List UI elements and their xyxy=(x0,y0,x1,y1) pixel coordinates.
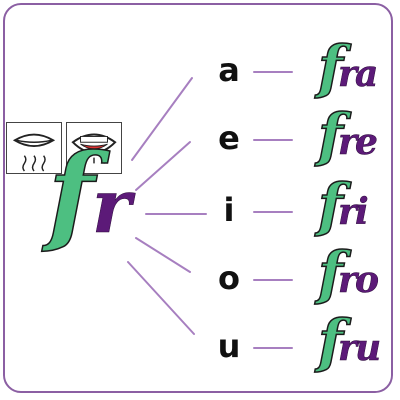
syllable-fri-f: f xyxy=(317,171,343,239)
syllable-fro-rest: ro xyxy=(338,259,379,301)
syllable-fru-f: f xyxy=(317,307,343,375)
main-letter-f: f xyxy=(47,131,95,257)
syllable-fre-f: f xyxy=(317,101,343,169)
vowel-i: i xyxy=(223,191,235,229)
syllable-fra: f ra xyxy=(317,33,398,101)
syllable-fre-rest: re xyxy=(338,121,378,163)
connector-line-a xyxy=(131,77,193,161)
syllable-fre: f re xyxy=(317,101,398,169)
syllable-fri-rest: ri xyxy=(338,191,369,233)
vowel-u: u xyxy=(217,327,241,365)
syllable-fru-rest: ru xyxy=(338,327,382,369)
connector-line-o xyxy=(135,237,191,273)
connector-line-u xyxy=(127,261,195,335)
vowel-o: o xyxy=(218,259,240,297)
vowel-e: e xyxy=(218,119,240,157)
main-letter-r: r xyxy=(92,164,132,250)
syllable-fro: f ro xyxy=(317,239,398,307)
syllable-fra-rest: ra xyxy=(338,53,379,95)
card-frame xyxy=(3,3,393,393)
syllable-fri: f ri xyxy=(317,171,398,239)
syllable-fro-f: f xyxy=(317,239,343,307)
vowel-a: a xyxy=(218,51,240,89)
syllable-fra-f: f xyxy=(317,33,343,101)
connector-line-e xyxy=(135,141,191,191)
open-mouth-tongue-icon xyxy=(66,122,122,174)
closed-lips-icon xyxy=(6,122,62,174)
syllable-fru: f ru xyxy=(317,307,398,375)
